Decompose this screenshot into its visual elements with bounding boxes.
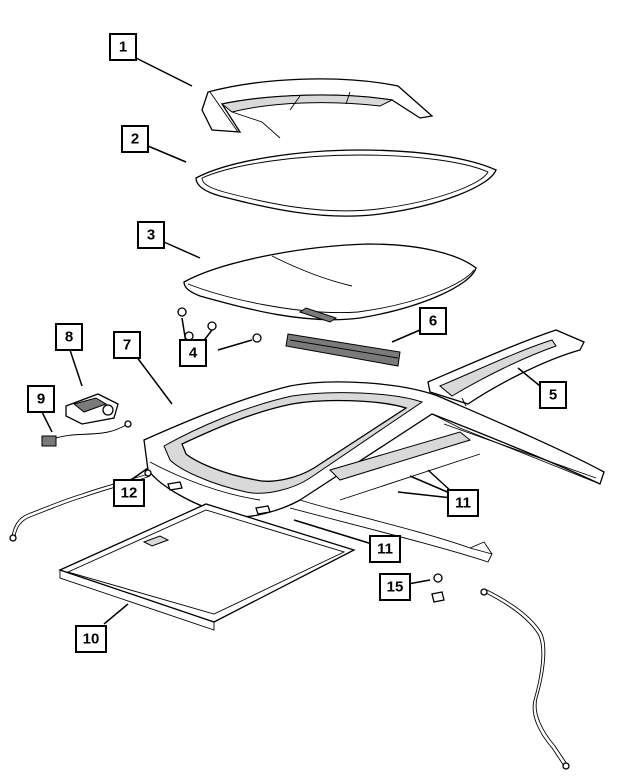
leader-5 xyxy=(517,367,541,387)
callout-9: 9 xyxy=(27,385,55,413)
leader-8 xyxy=(69,349,83,387)
callout-7-label: 7 xyxy=(123,337,131,354)
callout-3: 3 xyxy=(137,221,165,249)
callout-11a-label: 11 xyxy=(455,495,471,512)
callout-12: 12 xyxy=(113,479,145,507)
callout-15: 15 xyxy=(379,573,411,601)
leader-15 xyxy=(407,579,431,585)
callout-8: 8 xyxy=(55,323,83,351)
leader-11a-3 xyxy=(427,469,453,493)
callout-9-label: 9 xyxy=(37,391,45,408)
callout-5: 5 xyxy=(539,381,567,409)
callout-10-label: 10 xyxy=(83,631,100,648)
callout-2: 2 xyxy=(121,125,149,153)
leader-11a-2 xyxy=(397,491,453,499)
leader-10 xyxy=(103,603,129,625)
part-9-harness xyxy=(41,420,132,447)
callout-2-label: 2 xyxy=(131,131,139,148)
part-4-fasteners xyxy=(177,307,262,343)
part-3-glass-panel xyxy=(183,243,477,323)
callout-11a: 11 xyxy=(447,489,479,517)
part-6-seal-strip xyxy=(285,333,401,367)
part-15-screw xyxy=(431,573,445,603)
leader-3 xyxy=(163,241,201,259)
callout-4-label: 4 xyxy=(189,345,198,362)
leader-9 xyxy=(41,411,53,433)
callout-3-label: 3 xyxy=(147,227,155,244)
callout-10: 10 xyxy=(75,625,107,653)
callout-11b: 11 xyxy=(369,535,401,563)
leader-4c xyxy=(217,339,253,351)
leader-11b xyxy=(293,519,373,545)
leader-4a xyxy=(181,317,187,344)
part-8-motor xyxy=(65,393,119,425)
callout-11b-label: 11 xyxy=(377,541,393,558)
callout-1: 1 xyxy=(109,33,137,61)
leader-6 xyxy=(391,329,421,343)
callout-15-label: 15 xyxy=(387,579,404,596)
part-5-rear-crossmember xyxy=(427,329,585,407)
leader-11a-1 xyxy=(409,475,453,495)
drain-hose-right xyxy=(480,588,570,770)
part-2-seal xyxy=(195,149,497,217)
leader-lines xyxy=(41,57,541,625)
leader-1 xyxy=(135,57,193,87)
leader-7 xyxy=(135,355,173,405)
leader-2 xyxy=(147,145,187,163)
callout-12-label: 12 xyxy=(121,485,138,502)
callout-6: 6 xyxy=(419,307,447,335)
part-10-sunshade xyxy=(58,503,356,631)
callout-7: 7 xyxy=(113,331,141,359)
callout-1-label: 1 xyxy=(119,39,127,56)
callout-6-label: 6 xyxy=(429,313,437,330)
callout-4: 4 xyxy=(179,339,207,367)
part-1-deflector xyxy=(201,78,434,139)
callout-8-label: 8 xyxy=(65,329,73,346)
callout-5-label: 5 xyxy=(549,387,557,404)
small-clips xyxy=(167,481,271,515)
